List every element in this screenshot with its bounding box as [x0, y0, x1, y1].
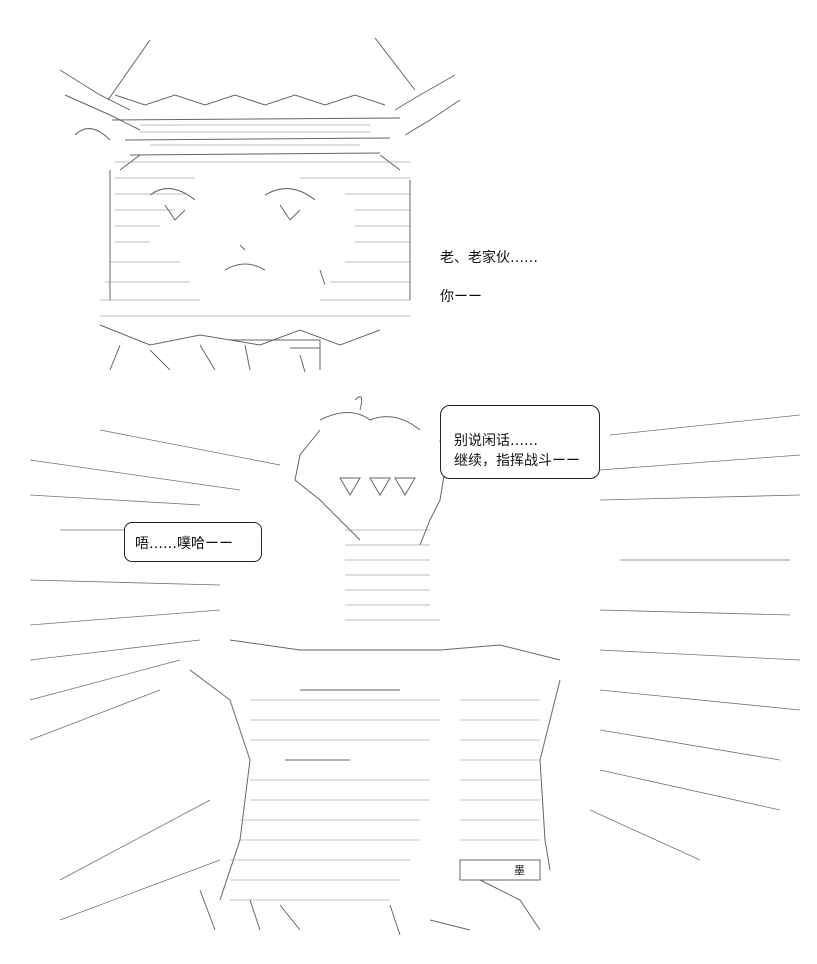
left-eye [149, 188, 196, 201]
ink-mark-label: 墨 [514, 864, 525, 877]
hair-edge-left [59, 69, 131, 111]
right-eye [264, 188, 316, 201]
speech-bubble-left: 唔……噗哈ーー [124, 522, 262, 562]
mouth [224, 263, 266, 271]
speech-bubble-line-1: 别说闲话…… [454, 433, 538, 449]
speech-bubble-left-text: 唔……噗哈ーー [135, 536, 233, 552]
hair-line-right [374, 37, 416, 91]
dialog-line-you: 你ーー [440, 289, 482, 305]
hair-line-left [107, 39, 151, 101]
dialog-line-elder: 老、老家伙…… [440, 250, 538, 266]
speech-bubble-top-right: 别说闲话…… 继续，指挥战斗ーー [440, 405, 600, 479]
speech-bubble-line-2: 继续，指挥战斗ーー [454, 453, 580, 469]
hair-edge-right [394, 74, 456, 111]
